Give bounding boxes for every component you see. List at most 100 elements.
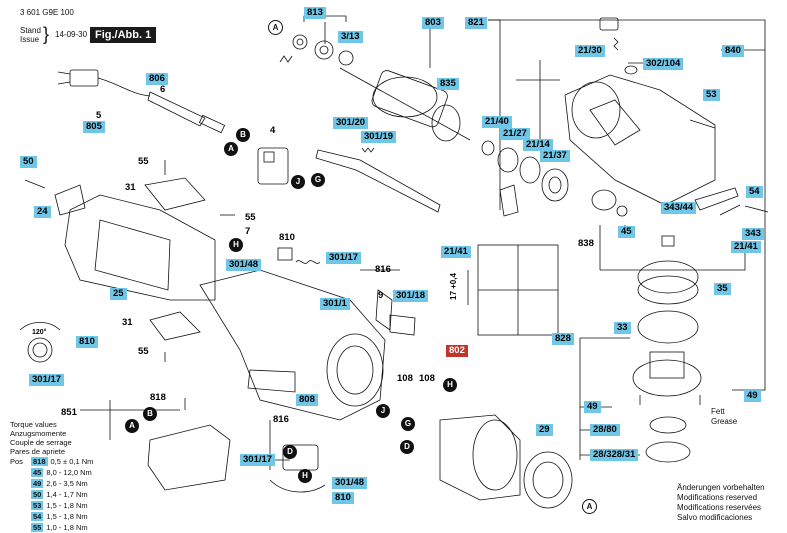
ref-a-bottom: A (582, 499, 597, 514)
callout-33: 33 (614, 322, 631, 334)
callout-21-30: 21/30 (575, 45, 605, 57)
callout-49-right: 49 (744, 390, 761, 402)
ref-g-top: G (311, 173, 325, 187)
brace: } (43, 24, 50, 44)
callout-31-top: 31 (125, 182, 136, 193)
ref-h-mid: H (229, 238, 243, 252)
callout-31-bottom: 31 (122, 317, 133, 328)
issue-label: Issue (20, 35, 40, 44)
callout-838: 838 (578, 238, 594, 249)
callout-5: 5 (96, 110, 102, 121)
callout-21-14: 21/14 (523, 139, 553, 151)
callout-810-mid: 810 (279, 232, 295, 243)
torque-pos-label: Pos (10, 457, 23, 466)
callout-835: 835 (437, 78, 459, 90)
ref-a-left: A (125, 419, 139, 433)
ref-j-mid: J (376, 404, 390, 418)
callout-9: 9 (378, 290, 384, 301)
callout-343: 343 (742, 228, 764, 240)
callout-21-41-section: 21/41 (441, 246, 471, 258)
callout-301-1: 301/1 (320, 298, 350, 310)
callout-6: 6 (160, 84, 166, 95)
callout-3-13: 3/13 (338, 31, 363, 43)
callout-802: 802 (446, 345, 468, 357)
callout-29: 29 (536, 424, 553, 436)
callout-28-328-31: 28/328/31 (590, 449, 639, 461)
callout-343-44: 343/44 (661, 202, 697, 214)
footer-note-fr: Modifications reservées (677, 503, 762, 512)
ref-b-left: B (143, 407, 157, 421)
callout-53: 53 (703, 89, 720, 101)
callout-24: 24 (34, 206, 51, 218)
callout-302-104: 302/104 (643, 58, 684, 70)
callout-301-48-bottom: 301/48 (332, 477, 368, 489)
ref-a-mid: A (224, 142, 238, 156)
callout-828: 828 (552, 333, 574, 345)
callout-806: 806 (146, 73, 168, 85)
callout-301-48-mid: 301/48 (226, 259, 262, 271)
issue-date: 14-09-30 (55, 30, 88, 39)
callout-50: 50 (20, 156, 37, 168)
ref-d-bottom: D (283, 445, 297, 459)
torque-title-fr: Couple de serrage (10, 438, 72, 447)
part-number: 3 601 G9E 100 (20, 8, 74, 17)
callout-803: 803 (422, 17, 444, 29)
ref-g-mid: G (401, 417, 415, 431)
callout-4: 4 (270, 125, 276, 136)
grease-label-de: Fett (711, 407, 725, 416)
callout-840: 840 (722, 45, 744, 57)
callout-821: 821 (465, 17, 487, 29)
callout-21-40: 21/40 (482, 116, 512, 128)
torque-title-es: Pares de apriete (10, 447, 66, 456)
ref-a-top: A (268, 20, 283, 35)
footer-note-es: Salvo modificaciones (677, 513, 753, 522)
callout-813: 813 (304, 7, 326, 19)
callout-55-bottom: 55 (138, 346, 149, 357)
callout-120-deg: 120° (32, 329, 47, 336)
ref-d-right: D (400, 440, 414, 454)
figure-label: Fig./Abb. 1 (90, 27, 157, 43)
callout-21-37: 21/37 (540, 150, 570, 162)
callout-810-bottom: 810 (332, 492, 354, 504)
torque-title-en: Torque values (10, 420, 57, 429)
callout-808: 808 (296, 394, 318, 406)
callout-21-27: 21/27 (500, 128, 530, 140)
callout-301-19: 301/19 (361, 131, 397, 143)
callout-108-b: 108 (419, 373, 435, 384)
callout-35: 35 (714, 283, 731, 295)
callout-55-top: 55 (138, 156, 149, 167)
ref-h-bottom: H (298, 469, 312, 483)
callout-851: 851 (61, 407, 77, 418)
callout-301-17-bottom: 301/17 (240, 454, 276, 466)
callout-25: 25 (110, 288, 127, 300)
footer-note-en: Modifications reserved (677, 493, 758, 502)
callout-816-bottom: 816 (273, 414, 289, 425)
callout-54: 54 (746, 186, 763, 198)
callout-805: 805 (83, 121, 105, 133)
callout-301-17-mid: 301/17 (326, 252, 362, 264)
callout-21-41-right: 21/41 (731, 241, 761, 253)
torque-title-de: Anzugsmomente (10, 429, 67, 438)
callout-301-20: 301/20 (333, 117, 369, 129)
ref-b-top: B (236, 128, 250, 142)
callout-17-tolerance: 17 +0,4 (449, 273, 458, 300)
callout-816-mid: 816 (375, 264, 391, 275)
grease-label-en: Grease (711, 417, 738, 426)
callout-28-80: 28/80 (590, 424, 620, 436)
callout-108-a: 108 (397, 373, 413, 384)
stand-label: Stand (20, 26, 41, 35)
callout-55-mid: 55 (245, 212, 256, 223)
callout-7: 7 (245, 226, 251, 237)
callout-301-18: 301/18 (393, 290, 429, 302)
callout-45: 45 (618, 226, 635, 238)
footer-note-de: Änderungen vorbehalten (677, 483, 765, 492)
callout-301-17-left: 301/17 (29, 374, 65, 386)
ref-h-right: H (443, 378, 457, 392)
